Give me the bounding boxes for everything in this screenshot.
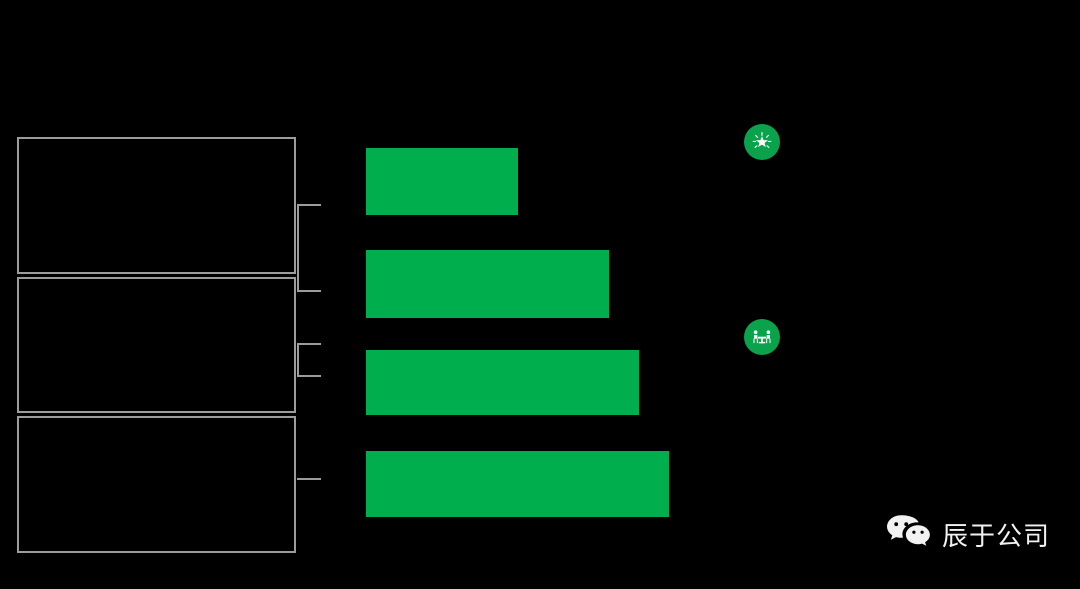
bracket-top-arm (297, 204, 321, 206)
category-box-3[interactable] (17, 416, 296, 553)
bracket-bottom-arm (297, 290, 321, 292)
badge-meeting[interactable] (744, 319, 780, 355)
bar-2[interactable] (366, 250, 609, 318)
bar-4[interactable] (366, 451, 669, 517)
badge-sparkle[interactable] (744, 124, 780, 160)
sparkle-burst-icon (750, 130, 774, 154)
watermark: 辰于公司 (886, 513, 1050, 556)
bracket-top-arm (297, 343, 321, 345)
bracket-vertical-line (297, 343, 299, 377)
category-box-1[interactable] (17, 137, 296, 274)
watermark-text: 辰于公司 (942, 522, 1051, 552)
bracket-connector-3 (297, 477, 321, 480)
bracket-vertical-line (297, 204, 299, 292)
bracket-bottom-arm (297, 375, 321, 377)
bracket-connector-1 (297, 204, 321, 292)
bracket-connector-2 (297, 343, 321, 377)
bar-3[interactable] (366, 350, 639, 415)
people-at-table-icon (750, 325, 774, 349)
bracket-single-arm (297, 478, 321, 480)
bar-1[interactable] (366, 148, 518, 215)
wechat-icon (886, 513, 932, 556)
category-box-2[interactable] (17, 277, 296, 413)
